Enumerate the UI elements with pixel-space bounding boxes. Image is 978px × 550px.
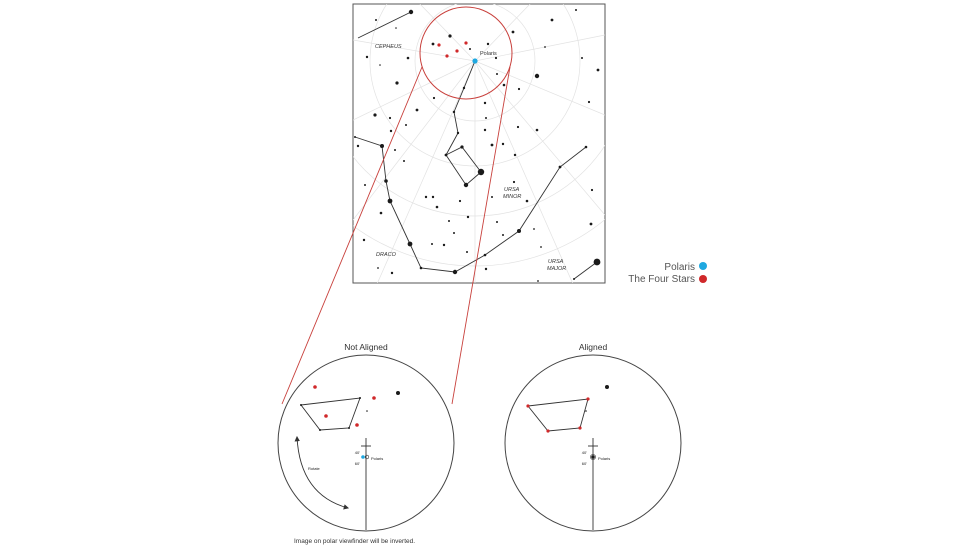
ursa-major-line bbox=[573, 261, 598, 280]
not-aligned-quad-stars bbox=[300, 391, 400, 431]
aligned-other-stars bbox=[585, 385, 609, 412]
not-aligned-title: Not Aligned bbox=[344, 342, 388, 352]
polaris-star-map bbox=[472, 58, 478, 64]
four-stars-map bbox=[437, 41, 468, 58]
star-field bbox=[354, 9, 601, 282]
aligned-panel: Aligned 40' 60' Polaris bbox=[504, 342, 682, 532]
aligned-target-ring bbox=[590, 454, 596, 460]
legend: Polaris The Four Stars bbox=[628, 262, 707, 285]
cepheus-line bbox=[357, 11, 412, 39]
rotate-arrow bbox=[294, 435, 350, 510]
legend-four-stars-label: The Four Stars bbox=[628, 274, 695, 285]
ursa-major-label-line1: URSA bbox=[548, 259, 564, 265]
aligned-title: Aligned bbox=[579, 342, 608, 352]
callout-lines bbox=[281, 66, 511, 405]
not-aligned-scale-top: 40' bbox=[355, 450, 360, 455]
star-map: Polaris CEPHEUS URSA MINOR DRACO URSA MA… bbox=[352, 3, 606, 284]
ursa-major-label-line2: MAJOR bbox=[547, 266, 566, 272]
not-aligned-scale-bottom: 60' bbox=[355, 461, 360, 466]
not-aligned-four-stars bbox=[313, 385, 376, 427]
aligned-scale-top: 40' bbox=[582, 450, 587, 455]
not-aligned-target-ring bbox=[364, 454, 370, 460]
not-aligned-polaris bbox=[361, 455, 365, 459]
cepheus-label: CEPHEUS bbox=[375, 44, 402, 50]
legend-polaris-dot bbox=[699, 262, 707, 270]
aligned-reticle bbox=[588, 438, 598, 530]
legend-polaris-label: Polaris bbox=[664, 262, 695, 273]
aligned-scale-bottom: 60' bbox=[582, 461, 587, 466]
not-aligned-polaris-label: Polaris bbox=[371, 456, 383, 461]
not-aligned-panel: Not Aligned 40' 60' Polaris Rotate bbox=[277, 342, 455, 532]
zoom-circle bbox=[419, 6, 513, 100]
not-aligned-reticle bbox=[361, 438, 371, 530]
footnote: Image on polar viewfinder will be invert… bbox=[294, 538, 415, 545]
ursa-minor-label-line2: MINOR bbox=[503, 194, 521, 200]
aligned-polaris-on-target bbox=[591, 455, 595, 459]
polaris-map-label: Polaris bbox=[480, 51, 497, 57]
ursa-minor-label-line1: URSA bbox=[504, 187, 520, 193]
star-map-frame bbox=[352, 3, 606, 284]
legend-four-stars-dot bbox=[699, 275, 707, 283]
aligned-four-stars bbox=[526, 397, 590, 433]
draco-label: DRACO bbox=[376, 252, 397, 258]
aligned-polaris-label: Polaris bbox=[598, 456, 610, 461]
rotate-label: Rotate bbox=[308, 466, 321, 471]
